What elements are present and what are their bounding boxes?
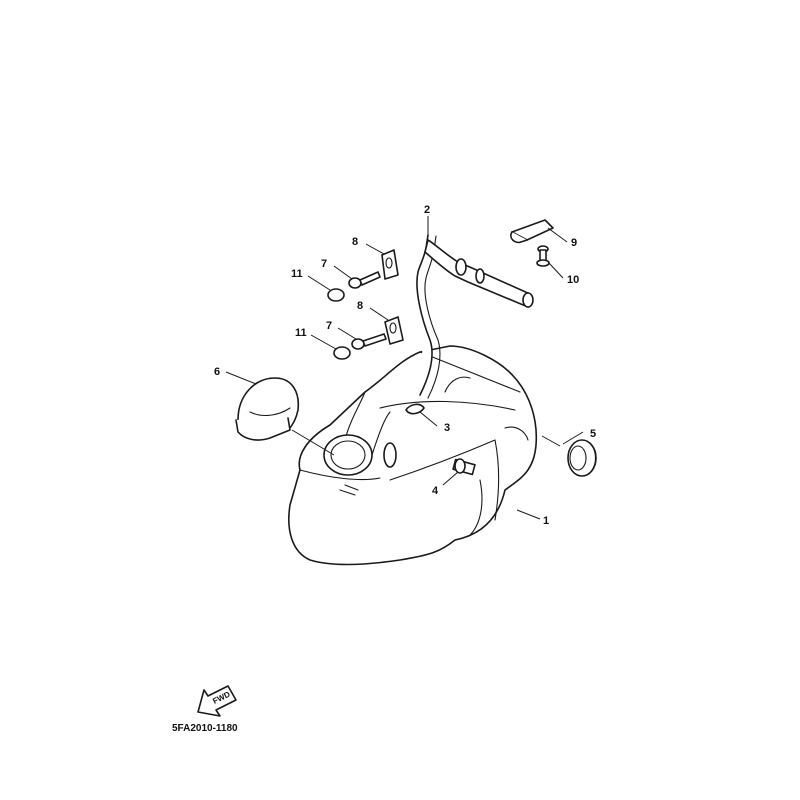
diagram-code: 5FA2010-1180 bbox=[172, 723, 238, 734]
clip-screw bbox=[536, 245, 550, 267]
callout-7-lower: 7 bbox=[326, 320, 332, 332]
grommet bbox=[567, 439, 597, 477]
fuel-tank bbox=[288, 345, 538, 566]
breather-hose bbox=[416, 234, 534, 399]
hose-clip bbox=[510, 219, 554, 244]
callout-11-upper: 11 bbox=[291, 268, 303, 280]
bracket-upper bbox=[381, 249, 399, 280]
callout-1: 1 bbox=[543, 515, 549, 527]
bolt-upper bbox=[348, 271, 381, 289]
callout-7-upper: 7 bbox=[321, 258, 327, 270]
callout-8-upper: 8 bbox=[352, 236, 358, 248]
callout-numbers: 2 8 9 7 11 10 8 7 11 6 3 5 4 1 bbox=[214, 204, 596, 527]
callout-8-lower: 8 bbox=[357, 300, 363, 312]
small-clip bbox=[405, 403, 425, 415]
bolt-lower bbox=[351, 333, 387, 350]
filler-neck bbox=[323, 411, 391, 476]
callout-5: 5 bbox=[590, 428, 596, 440]
callout-2: 2 bbox=[424, 204, 430, 216]
callout-6: 6 bbox=[214, 366, 220, 378]
bracket-lower bbox=[384, 316, 404, 345]
fuel-cap bbox=[235, 377, 300, 441]
callout-3: 3 bbox=[444, 422, 450, 434]
fwd-arrow-icon: FWD bbox=[197, 685, 237, 717]
callout-9: 9 bbox=[571, 237, 577, 249]
callout-4: 4 bbox=[432, 485, 439, 497]
leader-lines bbox=[225, 216, 584, 520]
callout-10: 10 bbox=[567, 274, 579, 286]
damper-upper bbox=[327, 288, 345, 302]
callout-11-lower: 11 bbox=[295, 327, 307, 339]
drain-bolt bbox=[452, 458, 476, 476]
damper-lower bbox=[333, 346, 351, 360]
